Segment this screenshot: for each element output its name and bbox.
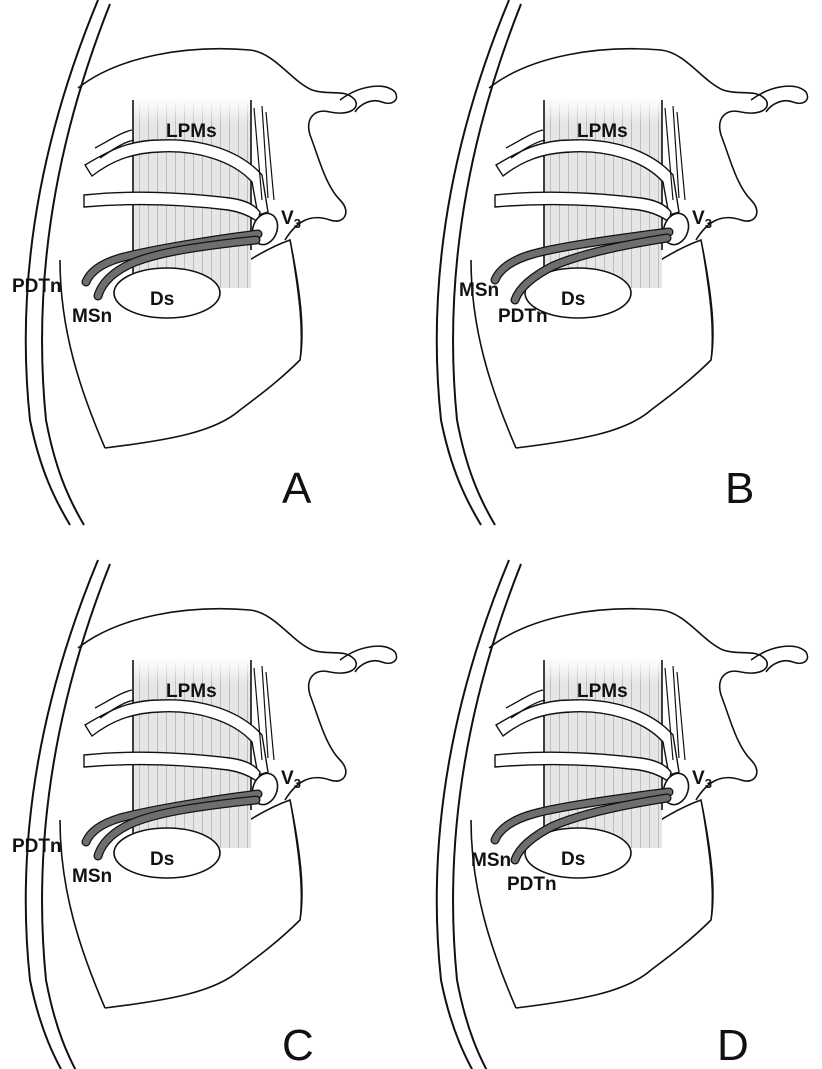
label-upper-nerve: PDTn xyxy=(12,276,62,297)
panel-letter-b: B xyxy=(725,464,754,513)
label-ds: Ds xyxy=(561,849,585,870)
label-lpms: LPMs xyxy=(166,121,217,142)
label-v3: V3 xyxy=(692,208,712,231)
panel-b-drawing xyxy=(437,0,808,525)
panel-d: LPMs Ds V3 MSn PDTn D xyxy=(437,560,808,1069)
label-upper-nerve: PDTn xyxy=(12,836,62,857)
label-lower-nerve: PDTn xyxy=(498,306,548,327)
label-lower-nerve: MSn xyxy=(72,306,112,327)
panel-a: LPMs Ds V3 PDTn MSn A xyxy=(12,0,397,525)
panel-c-drawing xyxy=(26,560,397,1069)
panel-letter-c: C xyxy=(282,1021,314,1069)
panel-letter-d: D xyxy=(717,1021,749,1069)
label-v3: V3 xyxy=(281,208,301,231)
label-lpms: LPMs xyxy=(166,681,217,702)
label-upper-nerve: MSn xyxy=(471,850,511,871)
label-lpms: LPMs xyxy=(577,121,628,142)
label-lower-nerve: MSn xyxy=(72,866,112,887)
panel-b: LPMs Ds V3 MSn PDTn B xyxy=(437,0,808,525)
label-ds: Ds xyxy=(150,289,174,310)
label-ds: Ds xyxy=(150,849,174,870)
panel-d-drawing xyxy=(437,560,808,1069)
label-ds: Ds xyxy=(561,289,585,310)
panel-a-drawing xyxy=(26,0,397,525)
panel-c: LPMs Ds V3 PDTn MSn C xyxy=(12,560,397,1069)
label-lower-nerve: PDTn xyxy=(507,874,557,895)
panel-letter-a: A xyxy=(282,464,312,513)
label-v3: V3 xyxy=(692,768,712,791)
label-v3: V3 xyxy=(281,768,301,791)
label-lpms: LPMs xyxy=(577,681,628,702)
label-upper-nerve: MSn xyxy=(459,280,499,301)
